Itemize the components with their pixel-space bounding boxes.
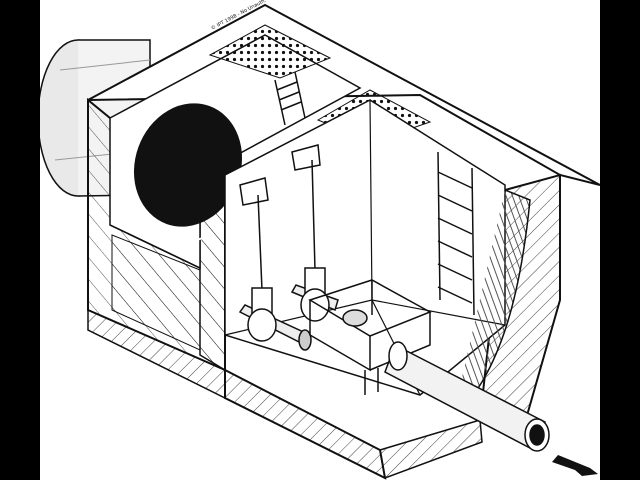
gate-valve-right [290,267,339,322]
diagram-canvas: © IPT 1998 - No Unauth. Repro. [40,0,600,480]
vault-illustration: © IPT 1998 - No Unauth. Repro. [40,0,600,480]
ladder-right [437,151,475,316]
valve-stems [239,144,321,291]
flow-arrow-icon [552,455,598,476]
right-chamber [224,99,531,401]
left-grate [208,24,332,79]
right-letterbox [600,0,640,480]
flow-control-frame [308,279,432,395]
gate-valve-left [238,287,312,351]
outlet-pipe [384,341,550,452]
ladder-left [274,71,306,126]
left-letterbox [0,0,40,480]
